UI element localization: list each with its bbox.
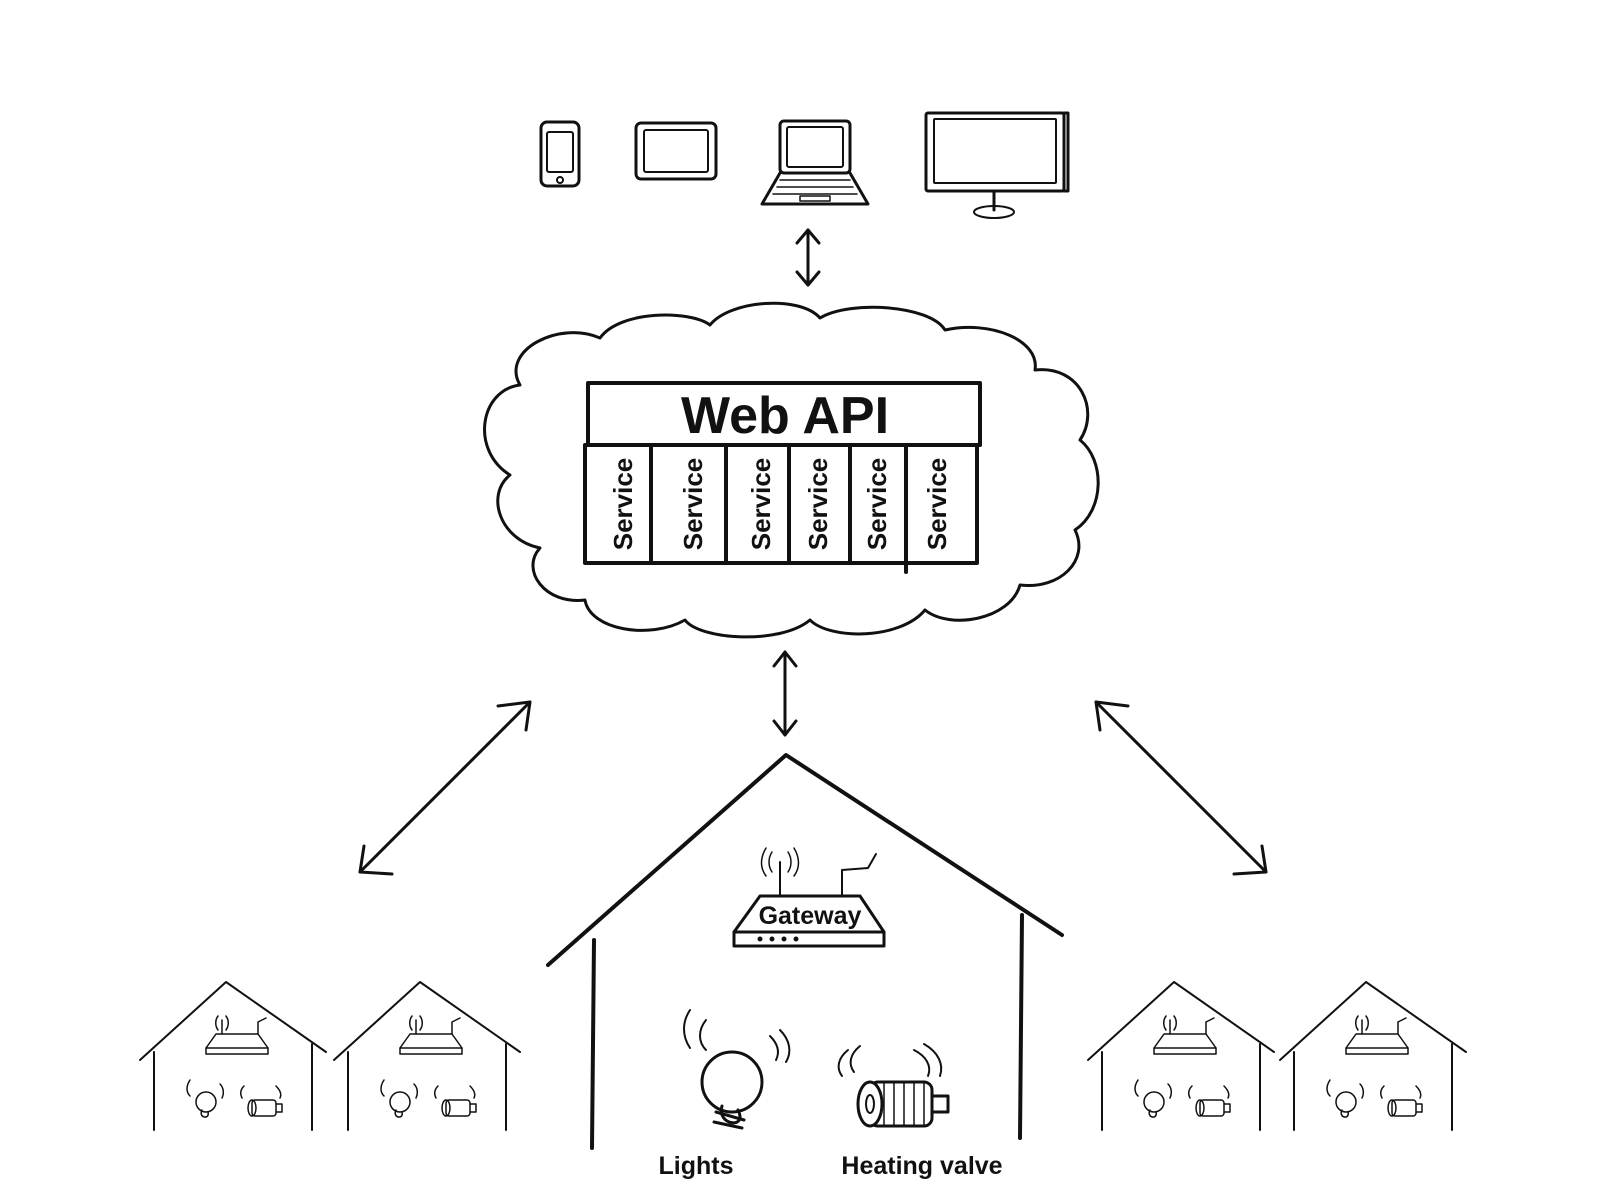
light-bulb-icon [683,1009,791,1130]
small-house-left-2 [333,981,521,1131]
smartphone-icon [539,120,581,188]
gateway-label: Gateway [759,902,862,930]
web-api-title: Web API [681,387,889,445]
service-label-4: Service [803,458,833,551]
laptop-icon [760,119,870,206]
cloud-house-arrow-center [772,650,798,737]
service-label-3: Service [746,458,776,551]
lights-label: Lights [659,1152,734,1180]
client-cloud-arrow [795,228,821,287]
services-row: Service Service Service Service Service … [583,443,979,574]
heating-valve-label: Heating valve [841,1152,1002,1180]
cloud-house-arrow-left [358,700,532,876]
service-label-1: Service [608,458,638,551]
small-house-right-2 [1279,981,1467,1131]
service-label-2: Service [678,458,708,551]
client-devices [539,111,1070,219]
service-label-6: Service [922,458,952,551]
cloud-house-arrow-right [1094,700,1268,876]
monitor-icon [924,111,1070,219]
gateway-router-icon: Gateway [732,847,886,948]
tablet-icon [634,121,718,181]
cloud-shape [483,301,1100,639]
web-api-box: Web API [586,381,982,447]
small-house-right-1 [1087,981,1275,1131]
main-house: Gateway Lights Heating valve [546,753,1064,1180]
heating-valve-icon [837,1043,950,1128]
small-house-left-1 [139,981,327,1131]
service-label-5: Service [862,458,892,551]
